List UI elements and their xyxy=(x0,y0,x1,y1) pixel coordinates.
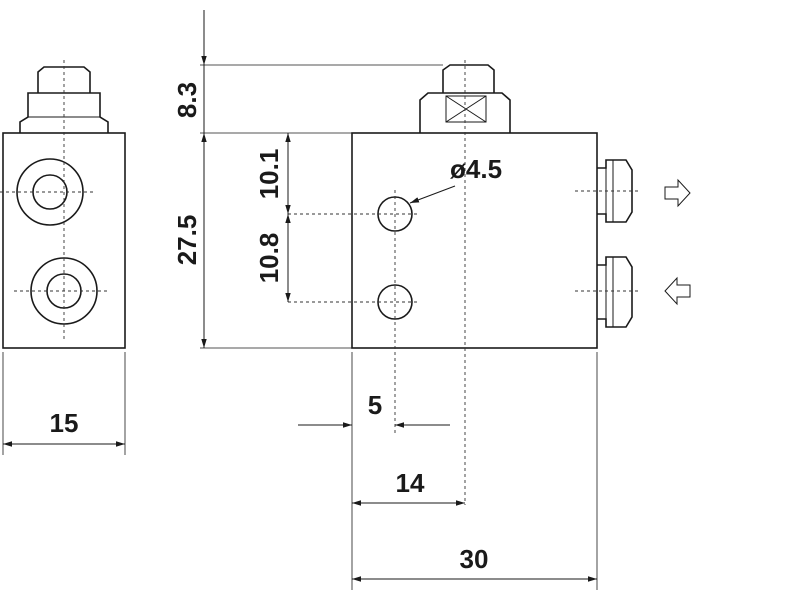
front-view-actuator-knob xyxy=(442,64,495,93)
side-view-port-top-outer xyxy=(16,158,84,226)
dimension-height-body: 27.5 xyxy=(172,215,202,266)
dimension-port-offset-top: 10.1 xyxy=(254,149,284,200)
dimension-side-width: 15 xyxy=(50,408,79,438)
dimension-height-top: 8.3 xyxy=(172,82,202,118)
dimension-hole-diameter: ø4.5 xyxy=(450,154,502,184)
front-view-fitting-top xyxy=(597,159,633,223)
dimension-center-x: 14 xyxy=(396,468,425,498)
diameter-leader xyxy=(409,185,456,204)
diameter-callout: ø4.5 xyxy=(409,154,502,204)
front-view-actuator-square xyxy=(445,95,487,123)
front-view-body xyxy=(351,132,598,349)
horizontal-dimensions: 5 14 30 xyxy=(298,352,598,590)
dimension-body-width: 30 xyxy=(460,544,489,574)
side-view: 15 xyxy=(0,60,126,455)
front-view-hole-bottom xyxy=(377,284,413,320)
front-view-fitting-bottom xyxy=(597,256,633,328)
dimension-port-spacing: 10.8 xyxy=(254,233,284,284)
dimension-hole-x: 5 xyxy=(368,390,382,420)
front-view-actuator-cross xyxy=(445,95,487,123)
vertical-dimensions: 8.3 27.5 10.1 10.8 xyxy=(172,10,443,349)
inlet-arrow-icon xyxy=(664,276,691,306)
front-view xyxy=(288,60,691,505)
outlet-arrow-icon xyxy=(664,178,691,208)
